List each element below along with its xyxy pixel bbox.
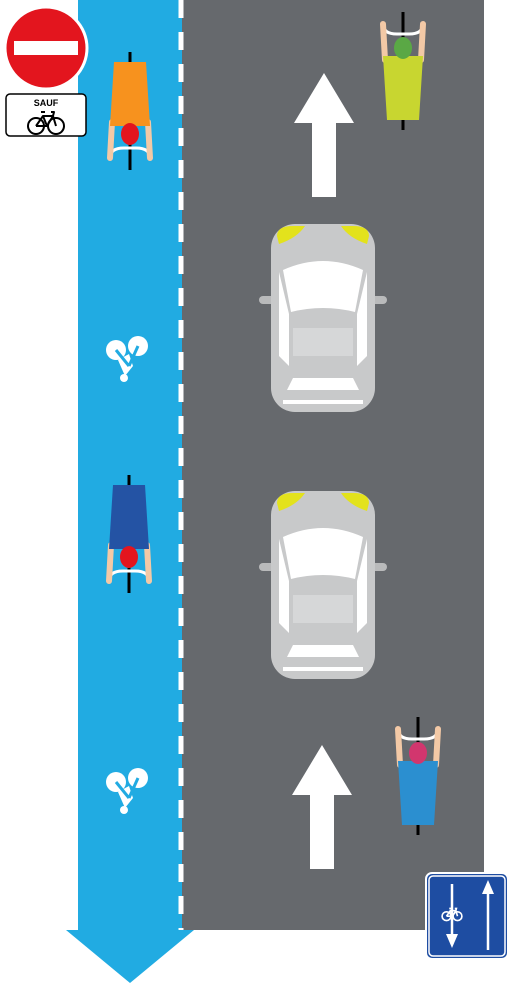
cyclist-helmet xyxy=(120,546,138,568)
car xyxy=(259,224,387,412)
car xyxy=(259,491,387,679)
cyclist-helmet xyxy=(121,123,139,145)
exception-plate: SAUF xyxy=(6,94,86,136)
contraflow-sign xyxy=(426,873,508,959)
cyclist-helmet xyxy=(394,37,412,59)
cyclist-shirt xyxy=(398,761,438,825)
cyclist-shirt xyxy=(383,56,423,120)
cyclist-shirt xyxy=(110,62,150,126)
exception-plate-text: SAUF xyxy=(34,98,59,108)
bike-lane-direction-arrow xyxy=(66,930,194,983)
cyclist-helmet xyxy=(409,742,427,764)
no-entry-sign xyxy=(5,7,87,89)
cyclist-shirt xyxy=(109,485,149,549)
